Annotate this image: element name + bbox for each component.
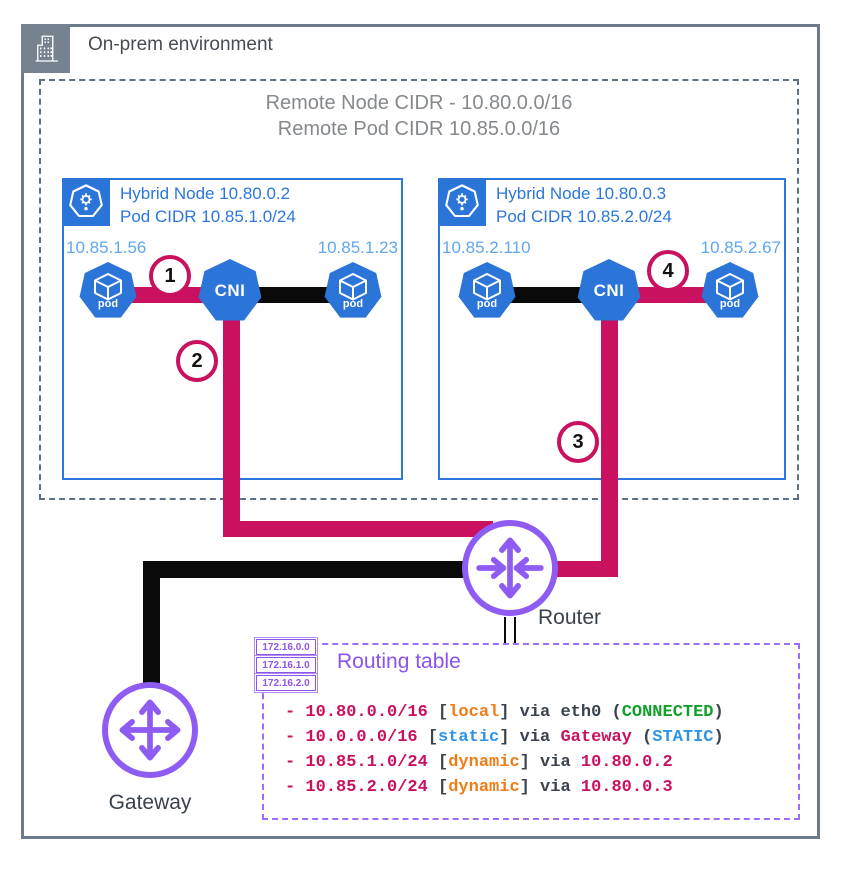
router-table-connector: [504, 617, 506, 643]
routing-entry-segment: via eth0: [509, 703, 612, 722]
routing-entry-segment: ): [713, 728, 724, 747]
cni-label: CNI: [214, 281, 246, 300]
routing-entry-segment: [: [438, 778, 449, 797]
node-2-title-line1: Hybrid Node 10.80.0.3: [496, 184, 667, 203]
pod-icon: pod: [324, 262, 382, 318]
routing-entry-segment: [: [438, 753, 449, 772]
routing-entry-segment: 10.80.0.2: [580, 753, 673, 772]
kubernetes-heptagon-glyph: [445, 184, 479, 218]
routing-entry-segment: (: [631, 728, 653, 747]
routing-entry-segment: static: [438, 728, 500, 747]
link-cni1-to-router: [223, 521, 493, 537]
routing-entry-segment: - 10.85.2.0/24: [285, 778, 439, 797]
building-icon: [21, 24, 70, 73]
pod-label: pod: [97, 298, 119, 310]
routing-entry-segment: - 10.0.0.0/16: [285, 728, 428, 747]
gateway-arrows-glyph: [119, 699, 181, 761]
routing-entry-segment: [: [438, 703, 449, 722]
remote-node-cidr-text: Remote Node CIDR - 10.80.0.0/16: [265, 92, 573, 114]
node-2-title: Hybrid Node 10.80.0.3 Pod CIDR 10.85.2.0…: [496, 182, 672, 228]
step-badge-1: 1: [149, 255, 191, 297]
cni-icon: CNI: [577, 259, 641, 321]
node-1-left-pod-ip: 10.85.1.56: [66, 238, 147, 257]
routing-entry: - 10.80.0.0/16 [local] via eth0 (CONNECT…: [285, 700, 724, 725]
routing-entry-segment: CONNECTED: [621, 703, 714, 722]
routing-entry-segment: 10.80.0.3: [580, 778, 673, 797]
routing-entry-segment: ]: [519, 753, 530, 772]
router-icon: [462, 520, 558, 616]
pod-label: pod: [719, 298, 741, 310]
routing-entry-segment: ]: [499, 703, 510, 722]
routing-table-box: [262, 643, 800, 820]
pod-icon: pod: [701, 262, 759, 318]
cni-icon: CNI: [198, 259, 262, 321]
node-1-title-line2: Pod CIDR 10.85.1.0/24: [120, 207, 296, 226]
routing-entry-segment: ): [713, 703, 724, 722]
gateway-label: Gateway: [108, 791, 192, 814]
link-router-to-gateway-horizontal: [143, 561, 473, 578]
link-router-to-gateway-vertical: [143, 561, 160, 685]
routing-entry-segment: local: [448, 703, 500, 722]
routing-entry-segment: STATIC: [652, 728, 714, 747]
route-chip: 172.16.2.0: [256, 675, 316, 691]
link-cni-to-pod2-node1: [236, 287, 348, 303]
routing-entry-segment: (: [611, 703, 622, 722]
routing-entry-segment: dynamic: [448, 778, 520, 797]
on-prem-environment-box: [21, 24, 820, 839]
node-1-right-pod-ip: 10.85.1.23: [317, 238, 398, 257]
routing-entry-segment: via: [529, 778, 581, 797]
routing-entry-segment: - 10.85.1.0/24: [285, 753, 439, 772]
step-badge-4: 4: [647, 250, 689, 292]
step-badge-3: 3: [557, 421, 599, 463]
routing-entries: - 10.80.0.0/16 [local] via eth0 (CONNECT…: [285, 700, 724, 800]
building-icon-glyph: [35, 35, 58, 62]
router-arrows-glyph: [476, 537, 544, 599]
kubernetes-node-icon-2: [438, 178, 486, 226]
pod-label: pod: [342, 298, 364, 310]
routing-entry-segment: [: [427, 728, 439, 747]
node-1-title-line1: Hybrid Node 10.80.0.2: [120, 184, 291, 203]
routing-entry-segment: Gateway: [560, 728, 632, 747]
routing-entry-segment: ]: [519, 778, 530, 797]
link-cni2-to-router: [548, 561, 618, 577]
pod-label: pod: [476, 298, 498, 310]
routing-entry-segment: via: [529, 753, 581, 772]
node-2-left-pod-ip: 10.85.2.110: [442, 238, 531, 257]
node-1-title: Hybrid Node 10.80.0.2 Pod CIDR 10.85.1.0…: [120, 182, 296, 228]
routing-entry-segment: via: [509, 728, 561, 747]
kubernetes-heptagon-glyph: [69, 184, 103, 218]
node-2-right-pod-ip: 10.85.2.67: [700, 238, 781, 257]
node-2-title-line2: Pod CIDR 10.85.2.0/24: [496, 207, 672, 226]
pod-icon: pod: [79, 262, 137, 318]
cni-label: CNI: [593, 281, 625, 300]
route-chip: 172.16.0.0: [256, 639, 316, 655]
pod-icon: pod: [458, 262, 516, 318]
remote-pod-cidr-text: Remote Pod CIDR 10.85.0.0/16: [277, 118, 561, 140]
routing-entry-segment: dynamic: [448, 753, 520, 772]
remote-cidr-heading: Remote Node CIDR - 10.80.0.0/16 Remote P…: [39, 90, 799, 142]
cube-icon: [339, 273, 367, 301]
routing-entry-segment: ]: [499, 728, 510, 747]
routing-entry: - 10.85.1.0/24 [dynamic] via 10.80.0.2: [285, 750, 724, 775]
cube-icon: [94, 273, 122, 301]
routing-entry: - 10.85.2.0/24 [dynamic] via 10.80.0.3: [285, 775, 724, 800]
cube-icon: [473, 273, 501, 301]
routing-entry-segment: - 10.80.0.0/16: [285, 703, 439, 722]
environment-title: On-prem environment: [88, 34, 273, 55]
kubernetes-node-icon-1: [62, 178, 110, 226]
cube-icon: [716, 273, 744, 301]
routing-entry: - 10.0.0.0/16 [static] via Gateway (STAT…: [285, 725, 724, 750]
routing-table-title: Routing table: [337, 650, 461, 673]
step-badge-2: 2: [176, 340, 218, 382]
gateway-icon: [102, 682, 198, 778]
link-cni2-down: [601, 300, 618, 577]
router-label: Router: [538, 606, 602, 629]
link-cni1-down: [223, 300, 240, 537]
route-chip: 172.16.1.0: [256, 657, 316, 673]
router-table-connector: [514, 617, 516, 643]
remote-cidr-box: [39, 79, 799, 500]
